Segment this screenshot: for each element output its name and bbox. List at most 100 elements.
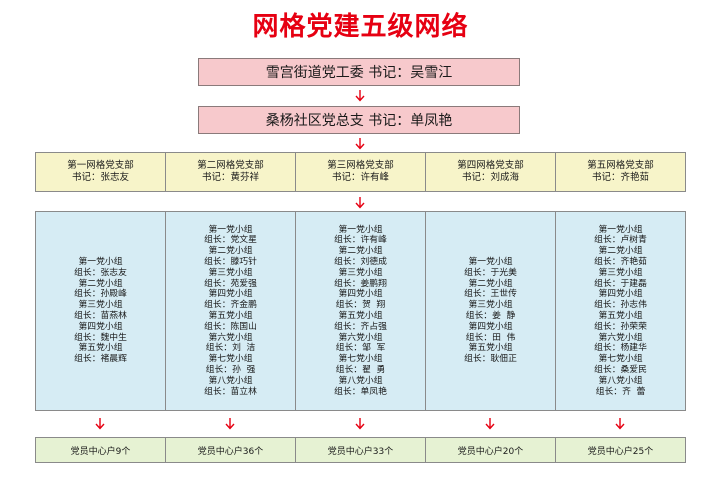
group-leader: 组长：齐 蕾 (595, 386, 646, 397)
party-group-column: 第一党小组组长：张志友第二党小组组长：孙殿峰第三党小组组长：苗燕林第四党小组组长… (36, 212, 165, 410)
member-center-box: 党员中心户25个 (555, 438, 685, 462)
group-name: 第一党小组 (338, 224, 383, 235)
group-name: 第五党小组 (338, 311, 383, 321)
member-center-count: 党员中心户36个 (197, 446, 264, 457)
page-title: 网格党建五级网络 (252, 12, 469, 42)
party-group-column: 第一党小组组长：于光美第二党小组组长：王世传第三党小组组长：姜 静第四党小组组长… (425, 212, 555, 410)
group-name: 第一党小组 (598, 224, 643, 235)
group-name: 第三党小组 (78, 300, 123, 311)
community-party-branch-box: 桑杨社区党总支 书记：单凤艳 (198, 106, 520, 134)
group-leader: 组长：许有峰 (334, 235, 387, 246)
branch-name: 第二网格党支部 (197, 160, 264, 171)
group-name: 第四党小组 (468, 321, 513, 332)
party-group-column: 第一党小组组长：许有峰第二党小组组长：刘德成第三党小组组长：姜鹏翔第四党小组组长… (295, 212, 425, 410)
group-name: 第六党小组 (598, 332, 643, 343)
down-arrow-icon (224, 418, 236, 430)
group-leader: 组长：翟 勇 (335, 364, 386, 375)
member-center-count: 党员中心户20个 (457, 446, 524, 457)
group-name: 第四党小组 (78, 321, 123, 332)
down-arrow-icon (354, 138, 366, 150)
group-name: 第五党小组 (598, 311, 643, 321)
member-center-row: 党员中心户9个 党员中心户36个 党员中心户33个 党员中心户20个 党员中心户… (35, 437, 686, 463)
group-name: 第七党小组 (598, 354, 643, 365)
member-center-box: 党员中心户36个 (165, 438, 295, 462)
group-leader: 组长：卢树青 (594, 235, 647, 246)
group-name: 第三党小组 (468, 300, 513, 311)
group-name: 第五党小组 (208, 311, 253, 321)
group-name: 第二党小组 (338, 246, 383, 257)
branch-name: 第五网格党支部 (587, 160, 654, 171)
grid-branch-box: 第四网格党支部 书记：刘成海 (425, 153, 555, 191)
group-name: 第一党小组 (208, 224, 253, 235)
group-name: 第七党小组 (338, 354, 383, 365)
group-name: 第二党小组 (208, 246, 253, 257)
group-leader: 组长：于建磊 (594, 278, 647, 289)
member-center-count: 党员中心户9个 (70, 446, 131, 457)
grid-branch-box: 第一网格党支部 书记：张志友 (36, 153, 165, 191)
down-arrow-icon (354, 197, 366, 209)
branch-name: 第一网格党支部 (67, 160, 134, 171)
group-leader: 组长：苑爱强 (204, 278, 257, 289)
branch-secretary: 书记：刘成海 (461, 172, 519, 183)
down-arrow-icon (94, 418, 106, 430)
branch-secretary: 书记：黄芬祥 (201, 172, 259, 183)
group-name: 第六党小组 (338, 332, 383, 343)
group-name: 第二党小组 (78, 278, 123, 289)
group-leader: 组长：苗立林 (204, 386, 257, 397)
group-leader: 组长：姜 静 (465, 311, 516, 321)
group-name: 第五党小组 (468, 343, 513, 354)
grid-branch-box: 第五网格党支部 书记：齐艳茹 (555, 153, 685, 191)
member-center-box: 党员中心户9个 (36, 438, 165, 462)
group-name: 第四党小组 (598, 289, 643, 300)
party-group-column: 第一党小组组长：卢树青第二党小组组长：齐艳茹第三党小组组长：于建磊第四党小组组长… (555, 212, 685, 410)
group-leader: 组长：褚晨辉 (74, 354, 127, 365)
group-name: 第四党小组 (338, 289, 383, 300)
street-party-committee-box: 雪宫街道党工委 书记：吴雪江 (198, 58, 520, 86)
group-leader: 组长：姜鹏翔 (334, 278, 387, 289)
group-leader: 组长：于光美 (464, 267, 517, 278)
branch-secretary: 书记：张志友 (71, 172, 129, 183)
community-party-branch-label: 桑杨社区党总支 书记：单凤艳 (265, 113, 453, 129)
group-leader: 组长：魏中生 (74, 332, 127, 343)
party-group-row: 第一党小组组长：张志友第二党小组组长：孙殿峰第三党小组组长：苗燕林第四党小组组长… (35, 211, 686, 411)
group-name: 第二党小组 (468, 278, 513, 289)
group-leader: 组长：田 伟 (465, 332, 516, 343)
down-arrow-icon (354, 90, 366, 102)
group-leader: 组长：桑爱民 (594, 364, 647, 375)
down-arrow-icon (354, 418, 366, 430)
group-name: 第八党小组 (208, 375, 253, 386)
down-arrow-icon (614, 418, 626, 430)
group-leader: 组长：孙荣荣 (594, 321, 647, 332)
group-name: 第八党小组 (338, 375, 383, 386)
group-leader: 组长：张志友 (74, 267, 127, 278)
down-arrow-icon (484, 418, 496, 430)
group-leader: 组长：刘德成 (334, 257, 387, 268)
group-leader: 组长：齐占强 (334, 321, 387, 332)
group-leader: 组长：邹 军 (335, 343, 386, 354)
group-leader: 组长：齐金鹏 (204, 300, 257, 311)
group-leader: 组长：孙殿峰 (74, 289, 127, 300)
member-center-count: 党员中心户33个 (327, 446, 394, 457)
group-name: 第四党小组 (208, 289, 253, 300)
group-name: 第二党小组 (598, 246, 643, 257)
group-name: 第六党小组 (208, 332, 253, 343)
grid-branch-row: 第一网格党支部 书记：张志友 第二网格党支部 书记：黄芬祥 第三网格党支部 书记… (35, 152, 686, 192)
group-leader: 组长：苗燕林 (74, 311, 127, 321)
branch-name: 第四网格党支部 (457, 160, 524, 171)
group-leader: 组长：党文星 (204, 235, 257, 246)
member-center-box: 党员中心户20个 (425, 438, 555, 462)
group-leader: 组长：滕巧针 (204, 257, 257, 268)
group-name: 第三党小组 (338, 267, 383, 278)
group-leader: 组长：杨建华 (594, 343, 647, 354)
grid-branch-box: 第三网格党支部 书记：许有峰 (295, 153, 425, 191)
branch-name: 第三网格党支部 (327, 160, 394, 171)
group-leader: 组长：孙 强 (205, 364, 256, 375)
group-name: 第一党小组 (78, 257, 123, 268)
group-leader: 组长：贺 翔 (335, 300, 386, 311)
group-leader: 组长：刘 洁 (205, 343, 256, 354)
group-leader: 组长：孙志伟 (594, 300, 647, 311)
group-leader: 组长：陈国山 (204, 321, 257, 332)
member-center-count: 党员中心户25个 (587, 446, 654, 457)
group-leader: 组长：齐艳茹 (594, 257, 647, 268)
street-party-committee-label: 雪宫街道党工委 书记：吴雪江 (265, 65, 453, 81)
